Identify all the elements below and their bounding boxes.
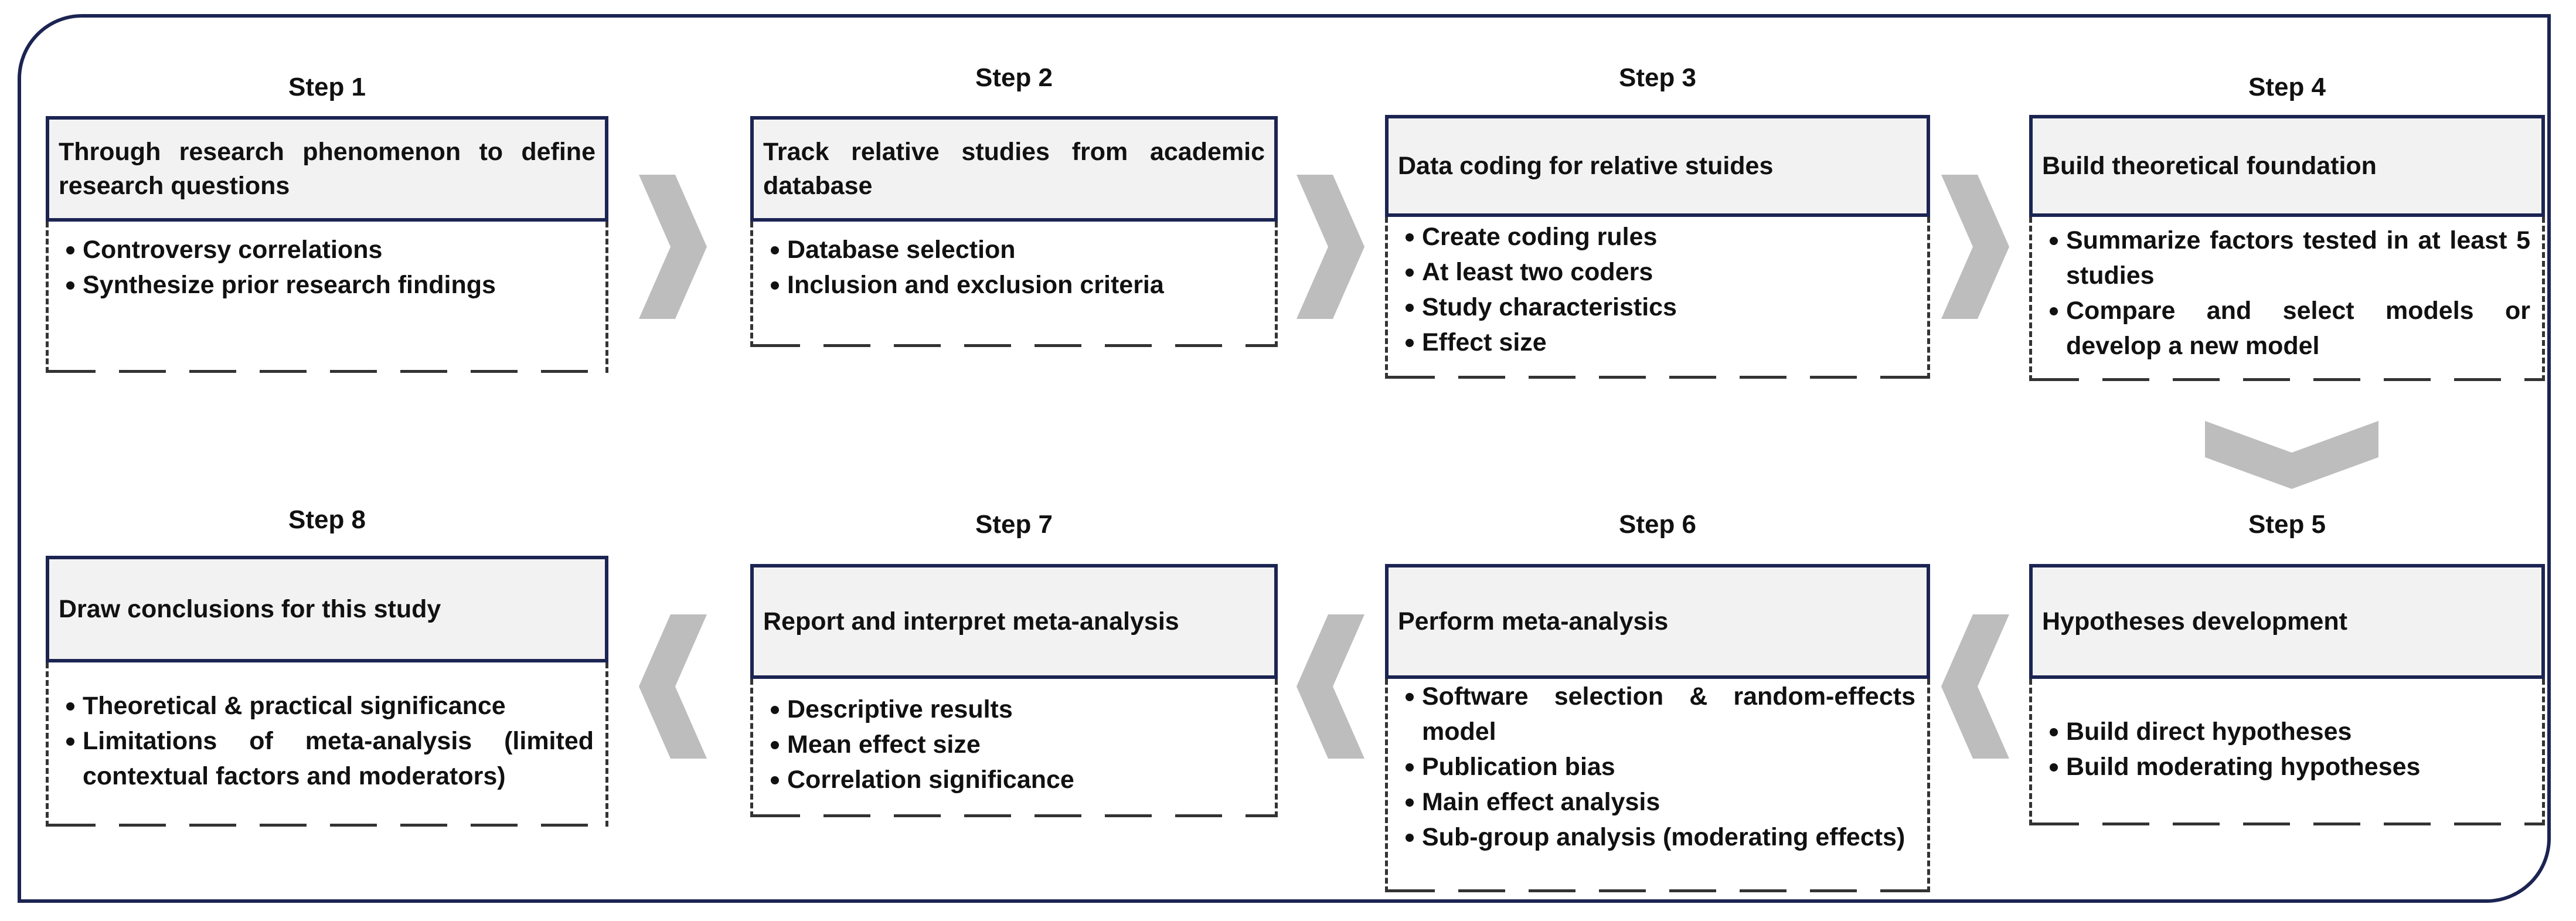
step-6-item: Main effect analysis — [1401, 784, 1915, 820]
arrow-step3-to-step4 — [1941, 175, 2009, 319]
step-7-details: Descriptive results Mean effect size Cor… — [750, 679, 1278, 817]
step-3-title: Data coding for relative stuides — [1398, 152, 1774, 180]
step-7-title: Report and interpret meta-analysis — [763, 607, 1179, 635]
step-1-label: Step 1 — [288, 73, 366, 101]
step-6-item: Publication bias — [1401, 749, 1915, 784]
arrow-step7-to-step8 — [639, 614, 707, 759]
arrow-step5-to-step6 — [1941, 614, 2009, 759]
step-4-label: Step 4 — [2248, 73, 2326, 101]
step-7-item: Mean effect size — [766, 727, 1263, 762]
step-5-label: Step 5 — [2248, 510, 2326, 539]
step-8-title: Draw conclusions for this study — [59, 595, 441, 623]
step-6-label: Step 6 — [1618, 510, 1697, 539]
step-3-item: At least two coders — [1401, 254, 1915, 290]
step-2-item: Inclusion and exclusion criteria — [766, 267, 1263, 303]
step-4-item: Summarize factors tested in at least 5 s… — [2045, 223, 2530, 293]
step-1-title-box: Through research phenomenon to define re… — [46, 116, 608, 222]
step-8-title-box: Draw conclusions for this study — [46, 556, 608, 662]
step-2-title-box: Track relative studies from academic dat… — [750, 116, 1278, 222]
step-7-item: Correlation significance — [766, 762, 1263, 797]
step-2-title: Track relative studies from academic dat… — [763, 138, 1265, 200]
step-4-title: Build theoretical foundation — [2042, 152, 2377, 180]
arrow-step6-to-step7 — [1296, 614, 1364, 759]
step-1-title: Through research phenomenon to define re… — [59, 138, 595, 200]
arrow-step4-to-step5 — [2205, 421, 2378, 489]
step-7-item: Descriptive results — [766, 692, 1263, 727]
step-5-details: Build direct hypotheses Build moderating… — [2029, 679, 2545, 825]
step-1-details: Controversy correlations Synthesize prio… — [46, 222, 608, 373]
step-6-title-box: Perform meta-analysis — [1385, 564, 1930, 679]
step-3-details: Create coding rules At least two coders … — [1385, 217, 1930, 379]
step-8-item: Limitations of meta-analysis (limited co… — [62, 723, 594, 794]
step-7-label: Step 7 — [975, 510, 1053, 539]
step-8-details: Theoretical & practical significance Lim… — [46, 662, 608, 827]
step-2-label: Step 2 — [975, 63, 1053, 92]
step-6-item: Sub-group analysis (moderating effects) — [1401, 820, 1915, 855]
step-5-item: Build direct hypotheses — [2045, 714, 2530, 749]
step-3-title-box: Data coding for relative stuides — [1385, 115, 1930, 217]
step-4-title-box: Build theoretical foundation — [2029, 115, 2545, 217]
step-1-item: Synthesize prior research findings — [62, 267, 594, 303]
arrow-step1-to-step2 — [639, 175, 707, 319]
step-6-title: Perform meta-analysis — [1398, 607, 1669, 635]
step-6-item: Software selection & random-effects mode… — [1401, 679, 1915, 749]
step-8-label: Step 8 — [288, 505, 366, 534]
step-5-title-box: Hypotheses development — [2029, 564, 2545, 679]
step-2-details: Database selection Inclusion and exclusi… — [750, 222, 1278, 347]
step-3-item: Effect size — [1401, 325, 1915, 360]
arrow-step2-to-step3 — [1296, 175, 1364, 319]
step-6-details: Software selection & random-effects mode… — [1385, 679, 1930, 892]
step-8-item: Theoretical & practical significance — [62, 688, 594, 723]
step-5-title: Hypotheses development — [2042, 607, 2347, 635]
step-4-details: Summarize factors tested in at least 5 s… — [2029, 217, 2545, 381]
step-7-title-box: Report and interpret meta-analysis — [750, 564, 1278, 679]
step-5-item: Build moderating hypotheses — [2045, 749, 2530, 784]
step-3-label: Step 3 — [1618, 63, 1697, 92]
step-3-item: Create coding rules — [1401, 219, 1915, 254]
step-3-item: Study characteristics — [1401, 290, 1915, 325]
step-1-item: Controversy correlations — [62, 232, 594, 267]
diagram-frame — [18, 14, 2551, 903]
step-2-item: Database selection — [766, 232, 1263, 267]
step-4-item: Compare and select models or develop a n… — [2045, 293, 2530, 363]
